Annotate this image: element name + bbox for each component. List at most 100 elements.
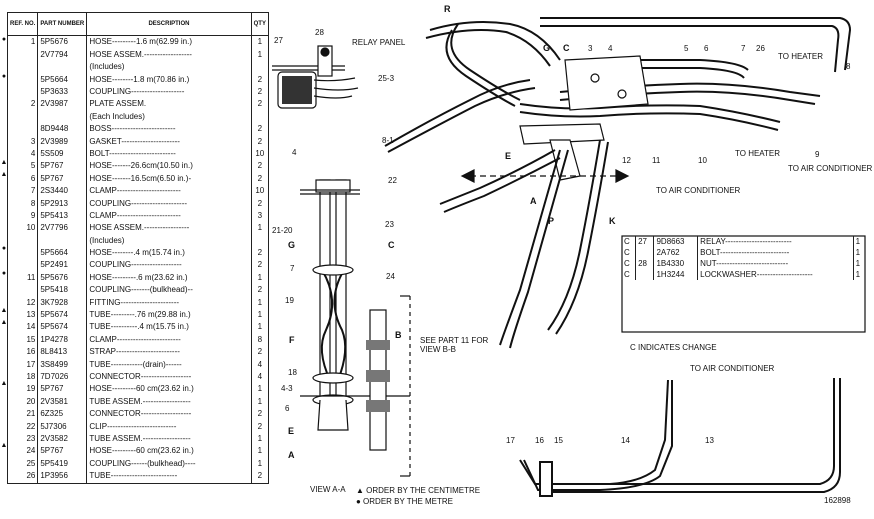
order-unit-mark: ▲ bbox=[0, 171, 8, 179]
qty-cell: 2 bbox=[250, 98, 270, 111]
callout-r: R bbox=[444, 4, 451, 14]
to-air-conditioner-label-1: TO AIR CONDITIONER bbox=[788, 164, 873, 173]
callout-f: F bbox=[289, 335, 295, 345]
view-aa-title: VIEW A-A bbox=[310, 485, 346, 494]
change-ref-cell: 28 bbox=[635, 258, 654, 269]
callout-26: 26 bbox=[756, 44, 765, 53]
qty-cell: 1 bbox=[250, 457, 270, 470]
qty-cell: 2 bbox=[250, 346, 270, 359]
callout-12: 12 bbox=[622, 156, 631, 165]
qty-cell: 2 bbox=[250, 197, 270, 210]
ref-cell bbox=[6, 48, 39, 62]
callout-3: 3 bbox=[588, 44, 593, 53]
callout-b: B bbox=[395, 330, 402, 340]
ref-cell bbox=[6, 73, 39, 86]
order-unit-mark: ▲ bbox=[0, 318, 8, 326]
callout-6: 6 bbox=[704, 44, 709, 53]
callout-27: 27 bbox=[274, 36, 283, 45]
qty-cell: 4 bbox=[250, 358, 270, 371]
relay-panel-label: RELAY PANEL bbox=[352, 38, 406, 47]
callout-22: 22 bbox=[388, 176, 397, 185]
callout-8-1: 8-1 bbox=[382, 136, 394, 145]
qty-cell: 2 bbox=[250, 259, 270, 272]
callout-9: 9 bbox=[815, 150, 820, 159]
qty-cell: 8 bbox=[250, 333, 270, 347]
table-row: (Includes) bbox=[6, 61, 270, 74]
to-air-conditioner-label-2: TO AIR CONDITIONER bbox=[656, 186, 741, 195]
see-part-note: SEE PART 11 FOR VIEW B-B bbox=[420, 336, 489, 354]
qty-cell: 2 bbox=[250, 284, 270, 297]
ref-cell bbox=[6, 85, 39, 99]
ref-cell bbox=[6, 234, 39, 247]
ref-cell: 24 bbox=[6, 445, 39, 458]
qty-cell: 2 bbox=[250, 246, 270, 260]
qty-cell: 1 bbox=[250, 432, 270, 446]
qty-cell: 2 bbox=[250, 420, 270, 433]
ref-cell: 15 bbox=[6, 333, 39, 347]
ref-cell: 10 bbox=[6, 222, 39, 235]
callout-c-view: C bbox=[388, 240, 395, 250]
callout-e: E bbox=[505, 151, 512, 161]
callout-21-20: 21-20 bbox=[272, 226, 293, 235]
qty-cell: 2 bbox=[250, 122, 270, 136]
change-part-cell: 1B4330 bbox=[653, 258, 698, 269]
qty-cell: 2 bbox=[250, 469, 270, 484]
callout-a-view: A bbox=[288, 450, 295, 460]
qty-cell: 1 bbox=[250, 445, 270, 458]
callout-15: 15 bbox=[554, 436, 563, 445]
order-unit-mark: ▲ bbox=[0, 380, 8, 388]
qty-header: QTY bbox=[250, 12, 270, 36]
callout-23: 23 bbox=[385, 220, 394, 229]
legend-metre: ● ORDER BY THE METRE bbox=[356, 497, 453, 506]
callout-10: 10 bbox=[698, 156, 707, 165]
callout-p: P bbox=[548, 216, 555, 226]
view-aa-assembly bbox=[300, 179, 410, 431]
qty-cell: 2 bbox=[250, 85, 270, 99]
callout-28: 28 bbox=[315, 28, 324, 37]
ref-cell: 17 bbox=[6, 358, 39, 371]
change-c-cell: C bbox=[624, 259, 630, 268]
qty-cell: 10 bbox=[250, 147, 270, 161]
qty-cell bbox=[250, 110, 270, 123]
change-c-cell: C bbox=[624, 248, 630, 257]
table-row: (Includes) bbox=[6, 234, 270, 247]
to-heater-label-1: TO HEATER bbox=[778, 52, 824, 61]
ref-cell bbox=[6, 122, 39, 136]
bb-fitting bbox=[366, 295, 411, 477]
callout-7: 7 bbox=[741, 44, 746, 53]
qty-cell bbox=[250, 61, 270, 74]
callout-k: K bbox=[609, 216, 616, 226]
callout-19: 19 bbox=[285, 296, 294, 305]
qty-cell: 2 bbox=[250, 407, 270, 421]
ref-cell: 20 bbox=[6, 395, 39, 408]
callout-6-view: 6 bbox=[285, 404, 290, 413]
ref-cell bbox=[6, 259, 39, 272]
callout-g-view: G bbox=[288, 240, 296, 250]
callout-8: 8 bbox=[846, 62, 851, 71]
change-qty-cell: 1 bbox=[852, 258, 865, 269]
callout-7-view: 7 bbox=[290, 264, 295, 273]
ref-cell: 1 bbox=[6, 35, 39, 49]
change-qty-cell: 1 bbox=[852, 247, 865, 258]
qty-cell: 10 bbox=[250, 184, 270, 198]
